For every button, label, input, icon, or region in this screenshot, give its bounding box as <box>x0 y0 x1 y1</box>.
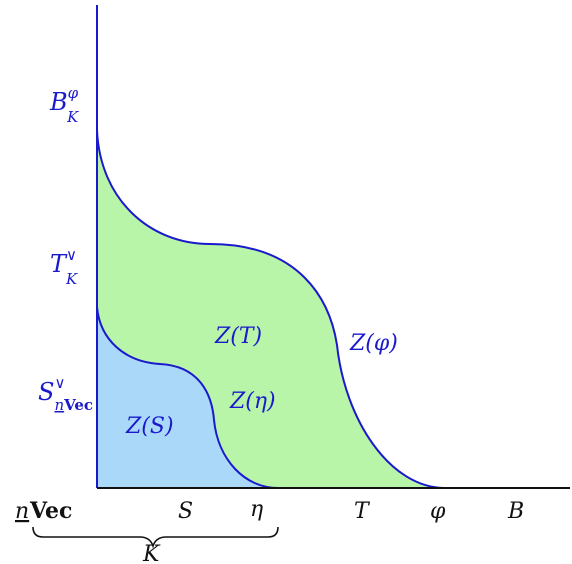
label-eta: η <box>250 497 263 522</box>
label-phi: φ <box>430 499 446 524</box>
label-z-s: Z(S) <box>125 414 174 439</box>
label-s: S <box>178 499 193 524</box>
inner-curve <box>96 306 279 489</box>
label-n: n <box>15 499 29 524</box>
label-b: B <box>507 499 524 524</box>
label-vec: Vec <box>29 498 72 524</box>
label-z-t: Z(T) <box>214 324 262 349</box>
underbrace <box>32 526 279 549</box>
blue-region <box>97 307 278 488</box>
outer-curve <box>96 129 446 489</box>
label-t: T <box>354 499 371 524</box>
label-z-phi: Z(φ) <box>349 331 398 356</box>
label-t-k-dual: T∨K <box>50 246 78 288</box>
label-z-eta: Z(η) <box>229 389 276 414</box>
label-s-nvec-dual: S∨nVec <box>38 374 93 414</box>
label-k: K <box>142 542 161 564</box>
